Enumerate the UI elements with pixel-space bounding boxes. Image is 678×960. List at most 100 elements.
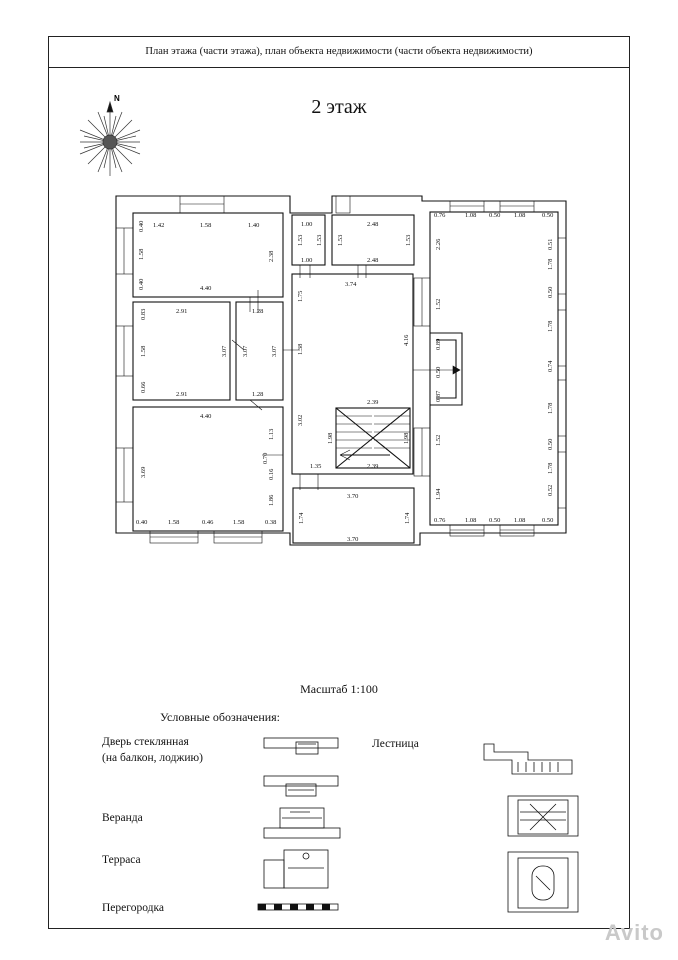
dim-label: 1.58: [168, 519, 179, 526]
dim-label: 1.00: [301, 221, 312, 228]
dim-label: 0.66: [140, 381, 147, 393]
dim-label: 1.74: [298, 512, 305, 524]
sheet-header: План этажа (части этажа), план объекта н…: [48, 36, 630, 68]
dim-label: 0.50: [542, 517, 553, 524]
dim-label: 1.08: [465, 212, 476, 219]
bay-window: [430, 332, 463, 406]
dim-label: 3.07: [271, 345, 278, 357]
legend-glass-door-label: Дверь стеклянная (на балкон, лоджию): [102, 734, 203, 766]
dim-label: 0.38: [265, 519, 276, 526]
dim-label: 1.53: [297, 235, 304, 246]
dim-label: 1.08: [514, 517, 525, 524]
dim-label: 2.39: [367, 399, 378, 406]
dim-label: 0.40: [138, 279, 145, 290]
dim-label: 4.40: [200, 285, 211, 292]
dim-label: 0.74: [547, 360, 554, 372]
watermark-logo: Avito: [604, 920, 664, 945]
legend-title: Условные обозначения:: [160, 710, 281, 724]
dim-label: 1.94: [435, 488, 442, 500]
dim-label: 1.53: [316, 235, 323, 246]
dim-label: 0.50: [542, 212, 553, 219]
dim-label: 1.58: [140, 346, 147, 357]
legend-terrace-symbol: [263, 849, 329, 889]
dim-label: 1.78: [547, 403, 554, 414]
dim-label: 1.40: [248, 222, 259, 229]
dim-label: 0.50: [547, 287, 554, 298]
dim-label: 1.74: [404, 512, 411, 524]
dim-label: 0.50: [489, 517, 500, 524]
dim-label: 0.40: [138, 221, 145, 232]
dim-label: 4.16: [403, 334, 410, 346]
dim-label: 1.98: [327, 433, 334, 444]
dim-label: 0.76: [434, 517, 446, 524]
dim-label: 1.58: [200, 222, 211, 229]
dim-label: 1.08: [465, 517, 476, 524]
dim-label: 1.53: [337, 235, 344, 246]
room-wc-1: [291, 214, 326, 266]
dim-label: 0.46: [202, 519, 214, 526]
dim-label: 0.51: [547, 239, 554, 250]
dim-label: 1.75: [297, 291, 304, 302]
legend-stairs-label: Лестница: [372, 738, 419, 750]
outer-wall: [115, 195, 567, 546]
dim-label: 3.69: [140, 467, 147, 478]
dim-label: 1.78: [547, 259, 554, 270]
dim-label: 0.52: [547, 485, 554, 496]
dim-label: 1.78: [547, 463, 554, 474]
dim-label: 1.86: [268, 494, 275, 506]
room-balcony: [292, 487, 415, 544]
dim-label: 0.50: [489, 212, 500, 219]
legend-stairs-symbol: [483, 743, 579, 913]
dim-label: 0.40: [136, 519, 147, 526]
scale-label: Масштаб 1:100: [300, 682, 378, 696]
dim-label: 1.13: [268, 429, 275, 440]
drawing-frame: [48, 36, 630, 929]
dim-label: 1.52: [435, 299, 442, 310]
floor-title: 2 этаж: [311, 96, 367, 118]
dim-label: 1.42: [153, 222, 164, 229]
legend-veranda-label: Веранда: [102, 812, 143, 824]
dim-label: 1.52: [435, 435, 442, 446]
dim-label: 1.53: [405, 235, 412, 246]
dim-label: 0.16: [268, 468, 275, 480]
dim-label: 0.70: [262, 453, 269, 464]
legend-glass-door-line1: Дверь стеклянная: [102, 736, 189, 748]
dim-label: 2.39: [367, 463, 378, 470]
dim-label: 1.38: [297, 344, 304, 355]
dim-label: 1.28: [252, 391, 263, 398]
room-bedroom-2: [132, 301, 231, 401]
dim-label: 0.50: [547, 439, 554, 450]
room-hall: [291, 273, 414, 475]
dim-label: 1.00: [301, 257, 312, 264]
dim-label: 2.91: [176, 308, 187, 315]
legend-veranda-symbol: [263, 807, 341, 839]
dim-label: 1.58: [138, 249, 145, 260]
dim-label: 2.38: [268, 251, 275, 262]
dim-label: 3.07: [242, 345, 249, 357]
legend-glass-door-symbol: [263, 737, 339, 797]
dim-label: 1.08: [514, 212, 525, 219]
dim-label: 1.98: [403, 433, 410, 444]
dim-label: 2.48: [367, 221, 378, 228]
dim-label: 1.35: [310, 463, 321, 470]
room-living: [429, 211, 559, 526]
compass-rose-icon: [79, 100, 141, 176]
room-corridor: [235, 301, 284, 401]
partition-hatch: [258, 904, 330, 910]
legend-terrace-label: Терраса: [102, 854, 141, 866]
dim-label: 0.50: [435, 367, 442, 378]
north-label: N: [114, 94, 120, 103]
dim-label: 3.70: [347, 536, 358, 543]
dim-label: 4.40: [200, 413, 211, 420]
room-wc-2: [331, 214, 415, 266]
dim-label: 0.87: [435, 390, 442, 402]
dim-label: 2.91: [176, 391, 187, 398]
dim-label: 3.70: [347, 493, 358, 500]
dim-label: 0.89: [435, 339, 442, 350]
dim-label: 1.28: [252, 308, 263, 315]
dim-label: 3.74: [345, 281, 357, 288]
dim-label: 1.58: [233, 519, 244, 526]
dim-label: 3.07: [221, 345, 228, 357]
dim-label: 2.48: [367, 257, 378, 264]
